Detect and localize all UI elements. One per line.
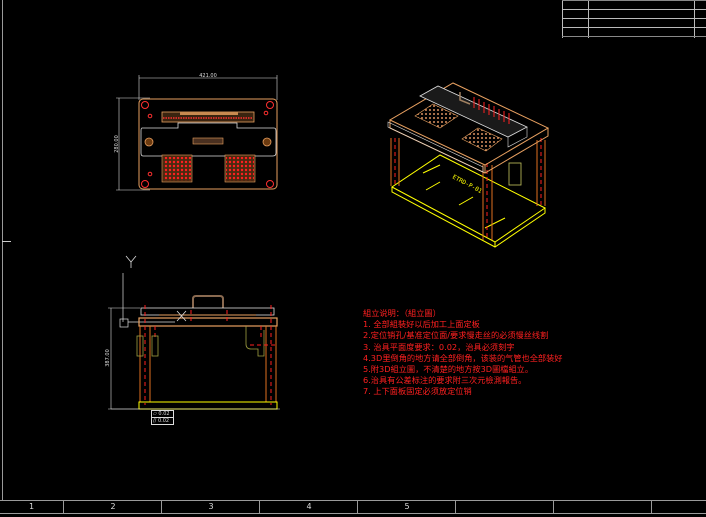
note-1: 1. 全部組裝好以后加工上面定板 — [363, 319, 480, 330]
note-7: 7. 上下面板固定必须放定位销 — [363, 386, 472, 397]
zone-ruler: 1 2 3 4 5 — [0, 500, 706, 514]
isometric-view: ETRD-P-01 — [387, 82, 550, 248]
zone-5: 5 — [357, 501, 456, 513]
zone-4: 4 — [259, 501, 358, 513]
center-mark-left — [2, 241, 11, 242]
zone-2: 2 — [63, 501, 162, 513]
note-3: 3. 治具平面度要求：0.02，治具必须刻字 — [363, 341, 515, 352]
top-height-dim: 280.00 — [114, 135, 120, 153]
note-4: 4.3D里倒角的地方请全部倒角，该装的气管也全部装好 — [363, 352, 563, 363]
zone-7 — [553, 501, 652, 513]
zone-1: 1 — [28, 502, 35, 511]
top-width-dim: 421.00 — [199, 73, 217, 79]
zone-3: 3 — [161, 501, 260, 513]
svg-text:ETRD-P-01: ETRD-P-01 — [451, 174, 483, 196]
front-view — [108, 255, 280, 410]
note-6: 6.治具有公差标注的要求附三次元檢測報告。 — [363, 375, 527, 386]
gdt-frame: ⏥ 0.02 // 0.02 — [151, 410, 174, 425]
zone-6 — [455, 501, 554, 513]
front-height-dim: 387.00 — [105, 349, 111, 367]
assembly-notes: 組立说明：（組立圖） 1. 全部組裝好以后加工上面定板 2.定位销孔/基准定位面… — [363, 308, 562, 398]
note-2: 2.定位销孔/基准定位面/要求慢走丝的必须慢丝线割 — [363, 330, 549, 341]
note-5: 5.附3D組立圖，不清楚的地方按3D圖檔組立。 — [363, 363, 534, 374]
gdt-parallelism: // 0.02 — [151, 418, 174, 425]
notes-title: 組立说明：（組立圖） — [363, 308, 441, 318]
zone-8 — [651, 501, 706, 513]
top-view — [116, 75, 278, 191]
gdt-flatness: ⏥ 0.02 — [151, 410, 174, 418]
title-block — [562, 0, 706, 38]
